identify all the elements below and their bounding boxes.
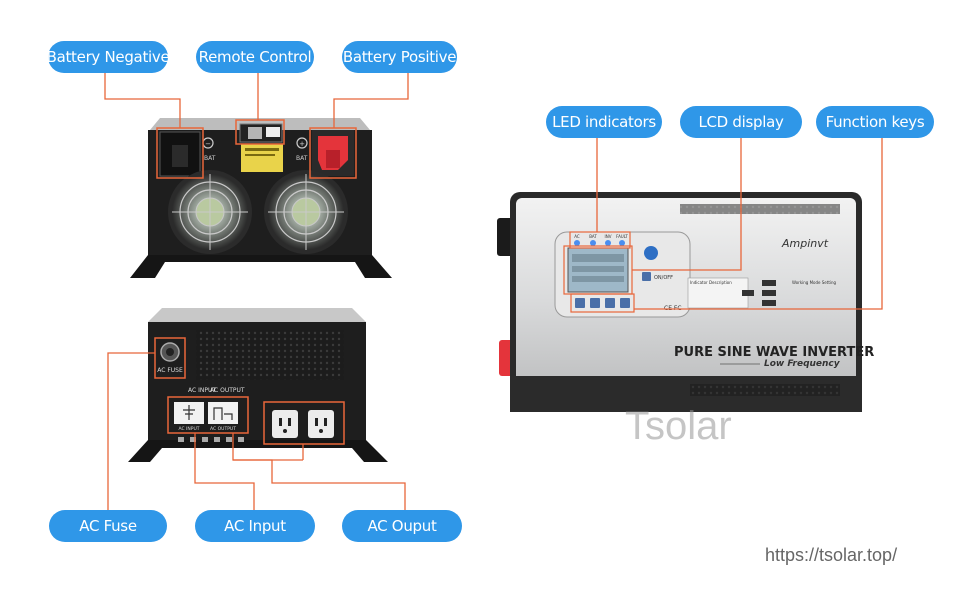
callout-led-indicators: LED indicators — [546, 106, 662, 138]
callout-lcd-display: LCD display — [680, 106, 802, 138]
onoff-label: ON/OFF — [654, 275, 673, 281]
callout-function-keys: Function keys — [816, 106, 934, 138]
product-title: PURE SINE WAVE INVERTER — [674, 345, 874, 360]
ac-input-tag: AC INPUT — [178, 426, 199, 432]
inverter-front-view: AC BAT INV FAULT ON/OFF Indicator Descri… — [497, 192, 874, 412]
led-row: AC BAT INV FAULT — [574, 234, 628, 246]
onoff-button[interactable] — [642, 272, 651, 281]
callout-remote-control: Remote Control — [196, 41, 314, 73]
watermark: Tsolar — [625, 404, 732, 448]
enter-key[interactable] — [620, 298, 630, 308]
indicator-title: Indicator Description — [690, 280, 732, 285]
led-label-bat: BAT — [589, 234, 597, 239]
product-subtitle: Low Frequency — [764, 359, 841, 369]
cooling-fan-right — [264, 170, 348, 254]
callout-battery-positive: Battery Positive — [342, 41, 457, 73]
ac-input-header: AC INPUT — [188, 387, 216, 394]
svg-text:−: − — [205, 140, 211, 148]
working-mode-title: Working Mode Setting — [792, 280, 837, 285]
leader-lines — [104, 72, 883, 510]
inverter-back-view: − BAT + BAT — [130, 118, 392, 278]
callout-ac-input: AC Input — [195, 510, 315, 542]
cooling-fan-left — [168, 170, 252, 254]
callout-battery-negative: Battery Negative — [47, 41, 170, 73]
esc-key[interactable] — [575, 298, 585, 308]
led-label-fault: FAULT — [616, 234, 628, 239]
callout-ac-fuse: AC Fuse — [49, 510, 167, 542]
callout-ac-output: AC Ouput — [342, 510, 462, 542]
ac-output-tag: AC OUTPUT — [210, 426, 236, 432]
bat-pos-mark: BAT — [296, 155, 308, 162]
brand-logo: Ampinvt — [781, 237, 829, 250]
ac-output-header: AC OUTPUT — [210, 387, 245, 394]
ac-fuse-label: AC FUSE — [157, 367, 183, 374]
function-keys — [575, 298, 630, 308]
bat-neg-mark: BAT — [204, 155, 216, 162]
down-key[interactable] — [605, 298, 615, 308]
up-key[interactable] — [590, 298, 600, 308]
power-logo-icon — [644, 246, 658, 260]
led-label-ac: AC — [574, 234, 580, 239]
inverter-bottom-view: AC FUSE AC INPUT AC OUTPUT AC INPUT AC O… — [128, 308, 388, 462]
svg-text:+: + — [299, 140, 305, 148]
led-label-inv: INV — [605, 234, 612, 239]
site-url: https://tsolar.top/ — [765, 545, 898, 565]
